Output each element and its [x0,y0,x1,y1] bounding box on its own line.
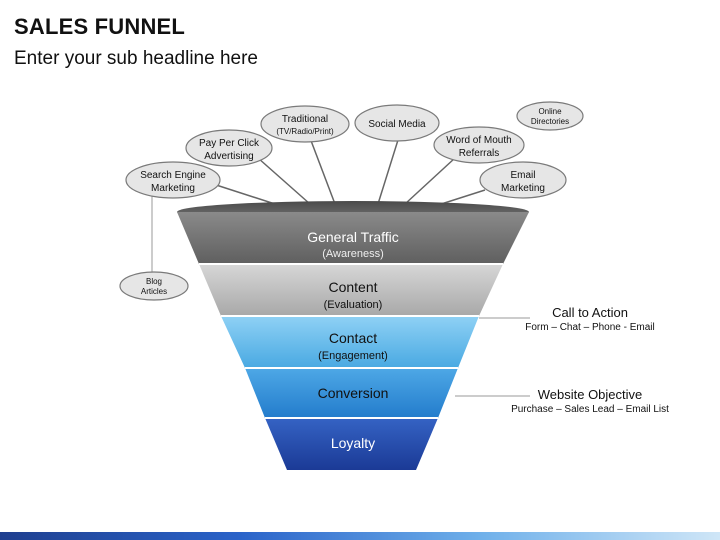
funnel-stage-contact [221,316,479,368]
call-to-action-title: Call to Action [552,305,628,320]
bubble-label: Marketing [501,183,545,194]
stage-title-contact: Contact [329,330,377,346]
bubble-blog-articles [119,271,189,301]
funnel-stage-conversion [245,368,458,418]
stage-subtitle-content: (Evaluation) [324,299,383,311]
connector-line [404,157,456,205]
bubble-label: Referrals [459,148,500,159]
bubble-label: Social Media [368,119,426,130]
bubble-traditional [260,105,350,143]
website-objective-title: Website Objective [537,387,643,402]
connector-line [309,137,336,205]
bubble-label: Directories [531,117,569,126]
stage-title-loyalty: Loyalty [331,435,375,451]
bubble-email-marketing [479,161,567,199]
bubble-ppc [185,129,273,167]
bubble-label: Articles [141,287,167,296]
bubble-word-of-mouth [433,126,525,164]
bubble-label: Word of Mouth [446,135,511,146]
bubble-online-directories [516,101,584,131]
funnel-stage-loyalty [265,418,438,470]
connector-line [377,139,399,205]
funnel-stage-general-traffic [177,212,529,264]
bubble-label: Marketing [151,183,195,194]
stage-title-general-traffic: General Traffic [307,229,399,245]
stage-subtitle-contact: (Engagement) [318,350,388,362]
stage-title-conversion: Conversion [318,385,389,401]
bubble-label: Advertising [204,151,253,162]
footer-accent-bar [0,532,720,540]
bubble-search-engine [125,161,221,199]
stage-subtitle-general-traffic: (Awareness) [322,248,384,260]
connector-line [209,182,276,205]
funnel-stage-content [199,264,503,316]
connector-line [257,157,311,205]
website-objective-subtitle: Purchase – Sales Lead – Email List [511,404,669,415]
bubble-label: Pay Per Click [199,138,260,149]
bubble-label: Traditional [282,114,328,125]
bubble-social-media [354,104,440,142]
bubble-label: Online [538,107,562,116]
call-to-action-subtitle: Form – Chat – Phone - Email [525,322,655,333]
bubble-label: Blog [146,277,162,286]
bubble-label: (TV/Radio/Print) [276,127,334,136]
bubble-label: Search Engine [140,170,206,181]
page-subtitle: Enter your sub headline here [14,48,258,69]
stage-title-content: Content [328,279,377,295]
bubble-label: Email [510,170,535,181]
page-title: SALES FUNNEL [14,14,186,39]
